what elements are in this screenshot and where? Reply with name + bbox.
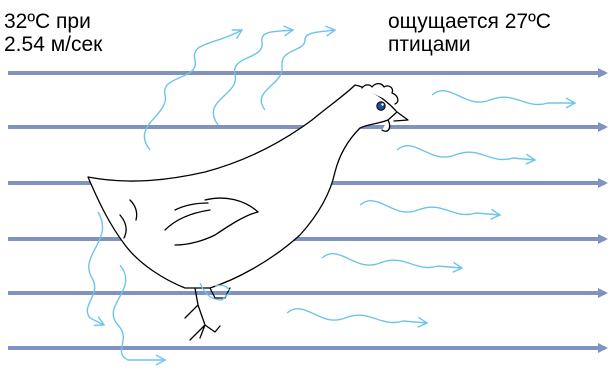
- chicken-wattle: [381, 119, 391, 132]
- air-wave: [286, 308, 429, 328]
- chicken-leg: [209, 287, 231, 299]
- chicken-icon: [87, 82, 409, 341]
- air-wave: [212, 25, 295, 126]
- chicken-body: [87, 84, 398, 289]
- input-conditions-label: 32ºC при 2.54 м/сек: [4, 10, 102, 56]
- air-wave: [260, 25, 337, 111]
- chicken-eye-highlight: [381, 103, 384, 106]
- wind-speed-text: 2.54 м/сек: [4, 33, 103, 56]
- perceived-temperature-label: ощущается 27ºC птицами: [388, 10, 551, 56]
- air-wave: [143, 29, 244, 151]
- chicken-tail-feather: [119, 214, 127, 239]
- chicken-wing: [174, 197, 259, 246]
- chicken-foot-outline: [199, 282, 231, 301]
- air-wave: [321, 253, 464, 273]
- chicken-wing-feather: [164, 209, 211, 231]
- chicken-wing-feather: [174, 202, 209, 211]
- descending-air-waves: [86, 211, 167, 366]
- perceiver-text: птицами: [388, 33, 471, 56]
- perceived-temperature-text: ощущается 27ºC: [388, 10, 551, 33]
- air-wave: [431, 90, 577, 109]
- chicken-foot: [199, 282, 231, 301]
- chicken-beak: [393, 111, 409, 122]
- horizontal-air-waves: [286, 90, 577, 328]
- temperature-text: 32ºC при: [4, 10, 91, 33]
- chicken-leg: [184, 287, 221, 341]
- chicken-eye: [376, 101, 386, 111]
- air-wave: [359, 200, 502, 220]
- chicken-comb: [361, 82, 399, 105]
- rising-air-waves: [143, 25, 337, 151]
- air-wave: [396, 145, 537, 165]
- air-wave: [112, 264, 167, 366]
- air-wave: [86, 211, 106, 327]
- chicken-tail-feather: [129, 199, 138, 221]
